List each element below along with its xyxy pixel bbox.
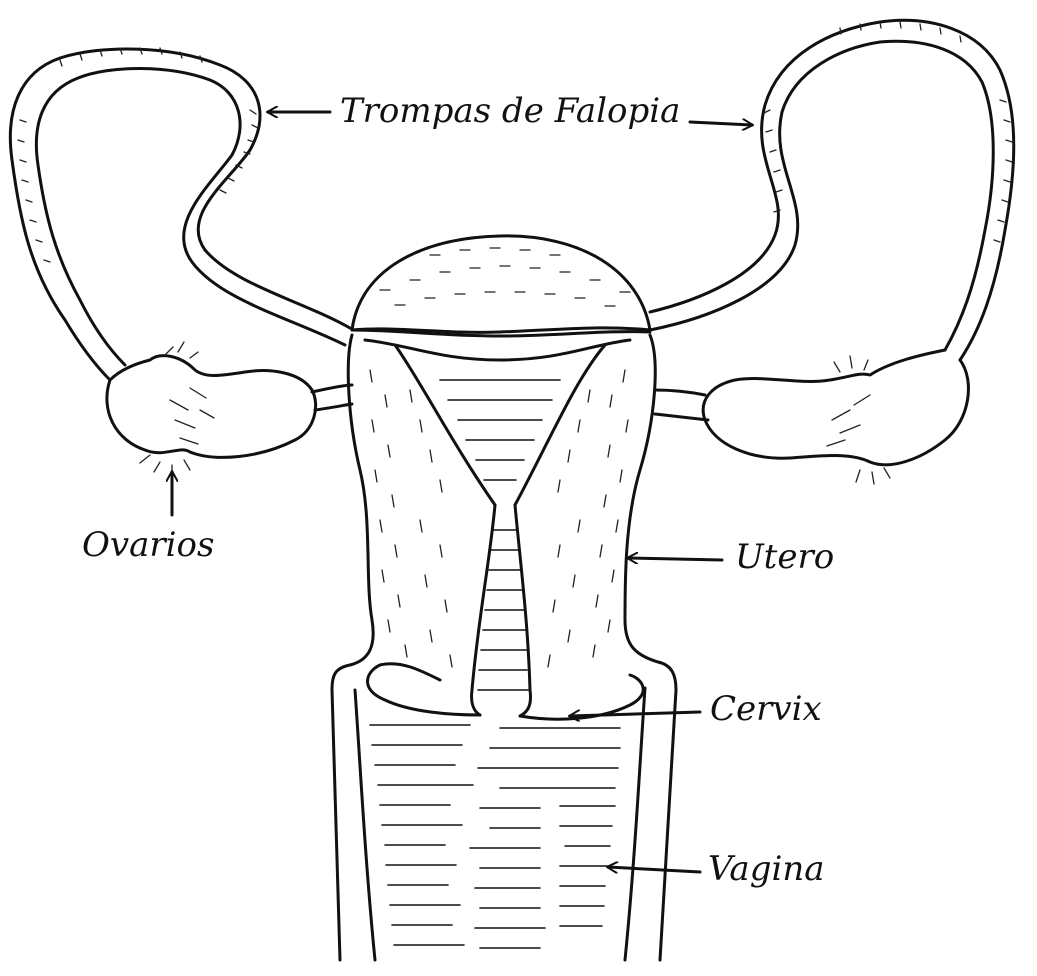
arrow-vagina — [608, 867, 700, 872]
arrow-fallopian-right — [690, 122, 752, 125]
arrow-cervix — [570, 712, 700, 716]
label-uterus: Utero — [735, 537, 834, 577]
uterus — [348, 236, 658, 719]
label-fallopian-tubes: Trompas de Falopia — [340, 91, 680, 131]
right-ovary — [655, 350, 968, 484]
left-ovary — [107, 342, 352, 475]
arrow-uterus — [628, 558, 722, 560]
label-cervix: Cervix — [710, 689, 822, 729]
right-fallopian-tube — [650, 20, 1014, 360]
label-vagina: Vagina — [708, 849, 825, 889]
left-fallopian-tube — [10, 48, 350, 380]
label-ovaries: Ovarios — [82, 525, 214, 565]
